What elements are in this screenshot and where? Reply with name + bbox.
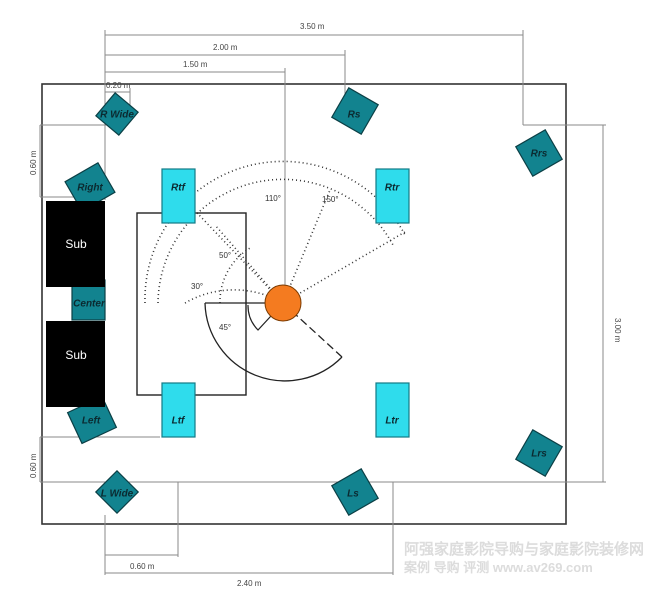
speaker-ltf	[161, 382, 196, 438]
subwoofer-1-label: Sub	[65, 237, 87, 251]
speaker-rtf	[161, 168, 196, 224]
speaker-lrs-label: Lrs	[531, 449, 547, 460]
dim-0-20: 0.20 m	[106, 81, 131, 90]
subwoofer-2-label: Sub	[65, 348, 87, 362]
speaker-ltr	[375, 382, 410, 438]
subwoofer-2	[46, 321, 105, 407]
angle-30: 30°	[191, 282, 203, 291]
speaker-rs	[330, 86, 380, 136]
dim-0-60-top: 0.60 m	[29, 150, 38, 175]
speaker-l-wide-label: L Wide	[101, 489, 134, 500]
speaker-r-wide	[95, 92, 139, 136]
speaker-rtr-label: Rtr	[385, 183, 401, 194]
dim-3-50: 3.50 m	[300, 22, 325, 31]
angle-50: 50°	[219, 251, 231, 260]
dimension-lines	[39, 30, 606, 575]
speaker-r-wide-label: R Wide	[100, 110, 134, 121]
speaker-center-label: Center	[73, 299, 106, 310]
speaker-rtf-label: Rtf	[171, 183, 187, 194]
watermark-line-2: 案例 导购 评测 www.av269.com	[403, 560, 593, 575]
dim-2-00: 2.00 m	[213, 43, 238, 52]
speaker-rs-label: Rs	[348, 110, 361, 121]
seating-area	[136, 212, 247, 396]
speaker-rrs	[514, 128, 564, 178]
room-outline	[41, 83, 567, 525]
speaker-rrs-label: Rrs	[531, 149, 548, 160]
angle-45: 45°	[219, 323, 231, 332]
listener-position	[264, 284, 302, 322]
speaker-ltr-label: Ltr	[385, 416, 399, 427]
speaker-lrs	[514, 428, 564, 478]
dim-0-60-bottom: 0.60 m	[130, 562, 155, 571]
dim-2-40: 2.40 m	[237, 579, 262, 588]
subwoofer-1	[46, 201, 105, 287]
speaker-ls	[330, 467, 380, 517]
speaker-ls-label: Ls	[347, 489, 359, 500]
angle-110: 110°	[265, 194, 281, 203]
angle-arcs	[144, 160, 406, 382]
speaker-left-label: Left	[82, 416, 101, 427]
watermark-line-1: 阿强家庭影院导购与家庭影院装修网	[404, 540, 644, 558]
speaker-right-label: Right	[77, 183, 103, 194]
dim-0-60-left: 0.60 m	[29, 453, 38, 478]
dim-3-00: 3.00 m	[613, 318, 622, 343]
angle-150: 150°	[322, 195, 339, 204]
dim-1-50: 1.50 m	[183, 60, 208, 69]
speaker-rtr	[375, 168, 410, 224]
speaker-l-wide	[94, 469, 140, 515]
speaker-ltf-label: Ltf	[172, 416, 186, 427]
